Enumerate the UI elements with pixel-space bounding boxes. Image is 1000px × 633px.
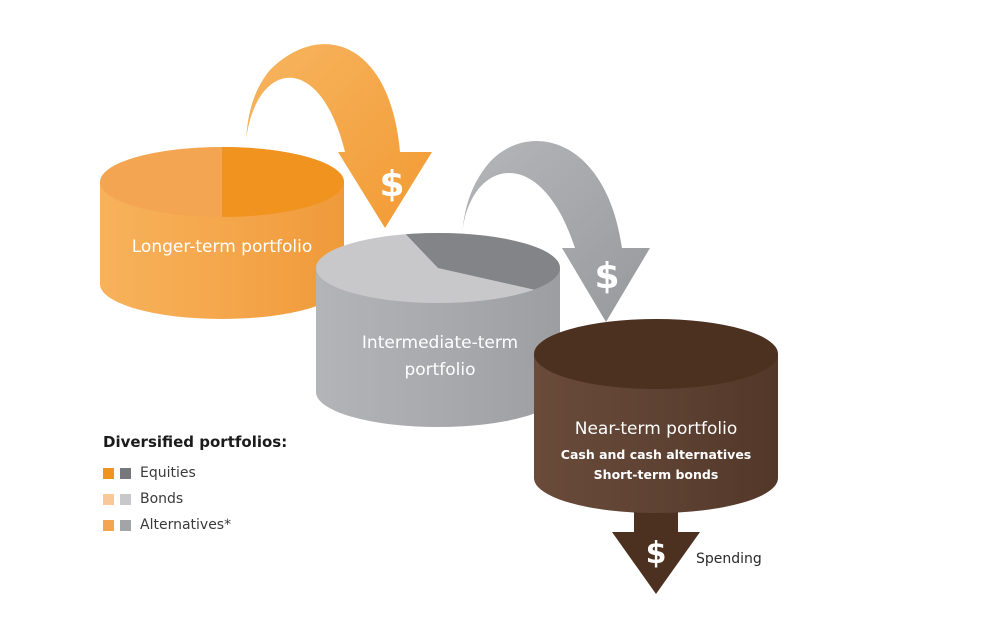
legend-item-label: Bonds (140, 491, 184, 507)
legend-swatch-gray (120, 519, 131, 531)
legend-swatch-gray (120, 467, 131, 479)
legend-title: Diversified portfolios: (103, 433, 288, 451)
legend-swatch-orange (103, 467, 114, 479)
legend-swatch-gray (120, 493, 131, 505)
spending-label: Spending (696, 551, 762, 567)
longer-term-label: Longer-term portfolio (132, 237, 313, 257)
legend-swatch-orange (103, 493, 114, 505)
near-term-label: Near-term portfolio (575, 419, 738, 439)
near-term-sub-line1: Cash and cash alternatives (561, 447, 751, 462)
legend: Diversified portfolios: Equities Bonds A… (103, 433, 287, 538)
dollar-icon: $ (594, 256, 619, 297)
legend-item-label: Alternatives* (140, 517, 232, 533)
intermediate-term-label-line2: portfolio (404, 360, 475, 380)
legend-item-label: Equities (140, 465, 196, 481)
legend-item-alternatives: Alternatives* (103, 512, 287, 538)
orange-flow-arrow (246, 44, 432, 229)
legend-swatch-orange (103, 519, 114, 531)
legend-item-equities: Equities (103, 460, 287, 486)
dollar-icon: $ (646, 536, 667, 571)
near-term-cylinder (534, 319, 778, 513)
dollar-icon: $ (379, 164, 404, 205)
near-term-sub-line2: Short-term bonds (594, 467, 719, 482)
intermediate-term-label-line1: Intermediate-term (362, 333, 518, 353)
spending-arrow (612, 500, 700, 594)
gray-flow-arrow (462, 141, 650, 322)
legend-item-bonds: Bonds (103, 486, 287, 512)
